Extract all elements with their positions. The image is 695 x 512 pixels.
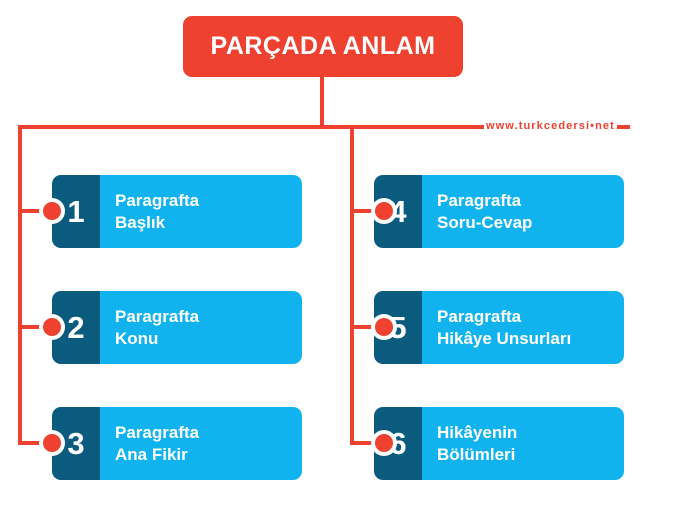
connector-right-column-vertical: [350, 125, 354, 445]
connector-stub-6: [350, 441, 386, 445]
item-label-line1: Paragrafta: [115, 306, 200, 326]
item-number: 1: [67, 194, 85, 229]
connector-dot-4: [371, 198, 397, 224]
item-label-line1: Hikâyenin: [437, 422, 518, 442]
dot-icon: [375, 434, 393, 452]
list-item[interactable]: 3 Paragrafta Ana Fikir: [52, 407, 302, 480]
connector-dot-3: [39, 430, 65, 456]
connector-dot-2: [39, 314, 65, 340]
item-label-line1: Paragrafta: [115, 422, 200, 442]
item-label-line2: Bölümleri: [437, 444, 516, 464]
connector-stub-4: [350, 209, 386, 213]
diagram-root-node: PARÇADA ANLAM: [183, 16, 463, 77]
connector-left-column-vertical: [18, 125, 22, 445]
list-item[interactable]: 2 Paragrafta Konu: [52, 291, 302, 364]
connector-dot-6: [371, 430, 397, 456]
item-label-block: Paragrafta Soru-Cevap: [422, 175, 624, 248]
item-label-line2: Hikâye Unsurları: [437, 328, 572, 348]
item-label-block: Hikâyenin Bölümleri: [422, 407, 624, 480]
item-number: 3: [67, 426, 85, 461]
connector-dot-5: [371, 314, 397, 340]
item-label-block: Paragrafta Hikâye Unsurları: [422, 291, 624, 364]
item-number-badge: 2: [52, 291, 100, 364]
connector-stem-vertical: [320, 77, 324, 129]
connector-stub-1: [18, 209, 54, 213]
dot-icon: [43, 318, 61, 336]
item-label-line2: Konu: [115, 328, 159, 348]
item-label-line1: Paragrafta: [115, 190, 200, 210]
item-label-line2: Soru-Cevap: [437, 212, 533, 232]
dot-icon: [375, 318, 393, 336]
list-item[interactable]: 1 Paragrafta Başlık: [52, 175, 302, 248]
list-item[interactable]: 6 Hikâyenin Bölümleri: [374, 407, 624, 480]
list-item[interactable]: 4 Paragrafta Soru-Cevap: [374, 175, 624, 248]
item-label-block: Paragrafta Konu: [100, 291, 302, 364]
connector-horizontal-bus: [18, 125, 630, 129]
item-number: 2: [67, 310, 85, 345]
item-label-line2: Başlık: [115, 212, 166, 232]
site-watermark: www.turkcedersi•net: [484, 119, 617, 133]
connector-stub-2: [18, 325, 54, 329]
dot-icon: [43, 202, 61, 220]
dot-icon: [43, 434, 61, 452]
item-label-line1: Paragrafta: [437, 306, 522, 326]
connector-stub-5: [350, 325, 386, 329]
dot-icon: [375, 202, 393, 220]
item-label-line2: Ana Fikir: [115, 444, 188, 464]
item-number-badge: 1: [52, 175, 100, 248]
list-item[interactable]: 5 Paragrafta Hikâye Unsurları: [374, 291, 624, 364]
item-label-block: Paragrafta Başlık: [100, 175, 302, 248]
connector-dot-1: [39, 198, 65, 224]
page-title: PARÇADA ANLAM: [210, 32, 436, 60]
connector-stub-3: [18, 441, 54, 445]
item-label-line1: Paragrafta: [437, 190, 522, 210]
item-label-block: Paragrafta Ana Fikir: [100, 407, 302, 480]
